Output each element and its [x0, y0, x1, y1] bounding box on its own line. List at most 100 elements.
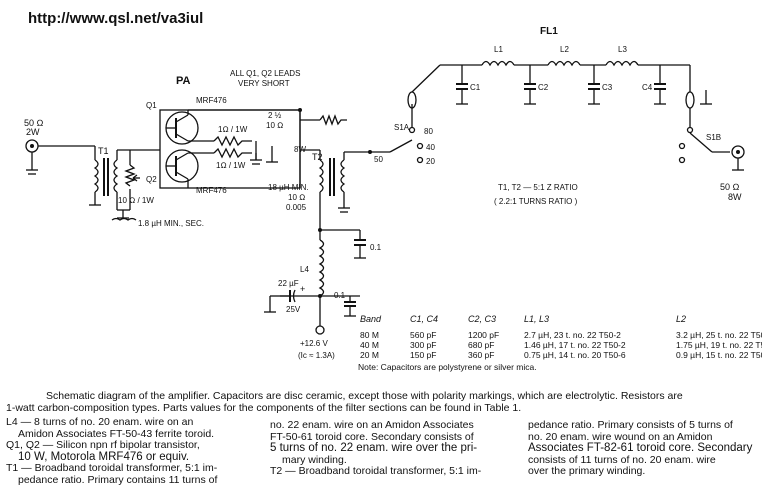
- l2-label: L2: [560, 45, 569, 54]
- caption-line: L4 — 8 turns of no. 20 enam. wire on an: [6, 416, 194, 428]
- c1-capacitor: [456, 65, 468, 105]
- c2-capacitor: [524, 65, 536, 105]
- switch-pos-label: 50: [374, 155, 383, 164]
- l1-label: L1: [494, 45, 503, 54]
- table-cell: 680 pF: [468, 340, 494, 350]
- caption-line: no. 20 enam. wire wound on an Amidon: [528, 430, 713, 443]
- c4-label: C4: [642, 83, 653, 92]
- caption-line: pedance ratio. Primary contains 11 turns…: [18, 473, 218, 486]
- fl1-label: FL1: [540, 26, 558, 37]
- table-header-band: Band: [360, 314, 382, 324]
- input-power-label: 2W: [26, 127, 40, 137]
- l4-choke: [318, 239, 325, 297]
- c3-label: C3: [602, 83, 613, 92]
- source-url: http://www.qsl.net/va3iul: [28, 10, 204, 27]
- t1-label: T1: [98, 146, 109, 156]
- caption-line: pedance ratio. Primary consists of 5 tur…: [528, 419, 733, 431]
- table-cell: 150 pF: [410, 350, 436, 360]
- emitter-resistor-2: [213, 147, 252, 159]
- table-header-c2c3: C2, C3: [468, 314, 496, 324]
- table-header-c1c4: C1, C4: [410, 314, 438, 324]
- band-20: 20: [426, 157, 435, 166]
- caption-line: FT-50-61 toroid core. Secondary consists…: [270, 430, 474, 443]
- caption-line: Amidon Associates FT-50-43 ferrite toroi…: [18, 427, 215, 440]
- c01a-label: 0.1: [370, 243, 382, 252]
- l4-label: L4: [300, 265, 309, 274]
- l1-inductor: [481, 60, 515, 67]
- t1-transformer: [89, 146, 160, 210]
- q2-label: Q2: [146, 175, 157, 184]
- parts-table: Band C1, C4 C2, C3 L1, L3 L2 80 M 560 pF…: [358, 314, 762, 372]
- pot-label: 10 Ω / 1W: [118, 196, 154, 205]
- emitter-r2-label: 1Ω / 1W: [216, 161, 246, 170]
- output-impedance-label: 50 Ω: [720, 182, 740, 192]
- output-connector: [731, 145, 745, 171]
- table-cell: 360 pF: [468, 350, 494, 360]
- caption-line: 10 W, Motorola MRF476 or equiv.: [18, 450, 190, 463]
- ratio-note-2: ( 2.2:1 TURNS RATIO ): [494, 197, 578, 206]
- q1-part: MRF476: [196, 96, 227, 105]
- l2-inductor: [547, 60, 581, 67]
- caption-line: Q1, Q2 — Silicon npn rf bipolar transist…: [6, 439, 200, 451]
- s1a-label: S1A: [394, 123, 410, 132]
- table-header-l2: L2: [676, 314, 686, 324]
- q2-part: MRF476: [196, 186, 227, 195]
- pa-label: PA: [176, 75, 191, 87]
- bias-pot: [117, 150, 140, 219]
- input-connector: [25, 139, 95, 175]
- s1b-wiper: [689, 132, 713, 153]
- table-cell: 2.7 µH, 23 t. no. 22 T50-2: [524, 330, 621, 340]
- table-cell: 1200 pF: [468, 330, 499, 340]
- rfc2-label-1: 18 µH MIN.: [268, 183, 309, 192]
- t2-transformer: [300, 149, 370, 213]
- c1-label: C1: [470, 83, 481, 92]
- input-impedance-label: 50 Ω: [24, 118, 44, 128]
- r-top-2: 10 Ω: [266, 121, 283, 130]
- t2-label: T2: [312, 152, 323, 162]
- c005-label: 0.005: [286, 203, 307, 212]
- supply-label: +12.6 V: [300, 339, 328, 348]
- table-cell: 1.75 µH, 19 t. no. 22 T50-2: [676, 340, 762, 350]
- s1a-wiper: [389, 139, 413, 153]
- ratio-note-1: T1, T2 — 5:1 Z RATIO: [498, 183, 578, 192]
- band-40: 40: [426, 143, 435, 152]
- caption-column-2: no. 22 enam. wire on an Amidon Associate…: [270, 419, 515, 478]
- caption-column-1: L4 — 8 turns of no. 20 enam. wire on an …: [6, 416, 256, 486]
- figure-caption: Schematic diagram of the amplifier. Capa…: [6, 390, 758, 414]
- caption-intro-2: 1-watt carbon-composition types. Parts v…: [6, 402, 522, 414]
- caption-line: consists of 11 turns of no. 20 enam. wir…: [528, 453, 716, 466]
- emitter-resistor-1: [213, 135, 252, 147]
- q2-transistor: [165, 149, 214, 188]
- caption-column-3: pedance ratio. Primary consists of 5 tur…: [528, 419, 758, 478]
- caption-line: T2 — Broadband toroidal transformer, 5:1…: [270, 465, 482, 477]
- table-cell: 1.46 µH, 17 t. no. 22 T50-2: [524, 340, 626, 350]
- c22-polarity: +: [300, 284, 305, 294]
- c01b-label: 0.1: [334, 291, 346, 300]
- table-cell: 20 M: [360, 350, 379, 360]
- table-cell: 40 M: [360, 340, 379, 350]
- caption-line: mary winding.: [282, 453, 347, 466]
- caption-line: T1 — Broadband toroidal transformer, 5:1…: [6, 462, 218, 474]
- q1-transistor: [165, 110, 214, 145]
- rfc1-label: 1.8 µH MIN., SEC.: [138, 219, 204, 228]
- c22-label: 22 µF: [278, 279, 299, 288]
- leads-note-2: VERY SHORT: [238, 79, 290, 88]
- output-power-label: 8W: [728, 192, 742, 202]
- leads-note-1: ALL Q1, Q2 LEADS: [230, 69, 300, 78]
- rfc1-coil: [111, 217, 137, 221]
- caption-line: over the primary winding.: [528, 465, 646, 477]
- table-cell: 0.9 µH, 15 t. no. 22 T50-6: [676, 350, 762, 360]
- rfc2-label-2: 10 Ω: [288, 193, 305, 202]
- caption-line: Associates FT-82-61 toroid core. Seconda…: [528, 442, 753, 454]
- r-top-1: 2 ½: [268, 111, 282, 120]
- c2-label: C2: [538, 83, 549, 92]
- table-cell: 3.2 µH, 25 t. no. 22 T50-2: [676, 330, 762, 340]
- l3-label: L3: [618, 45, 627, 54]
- supply-current: (Ic ≈ 1.3A): [298, 351, 335, 360]
- l3-inductor: [605, 60, 639, 67]
- caption-intro: Schematic diagram of the amplifier. Capa…: [46, 390, 683, 402]
- c3-capacitor: [588, 65, 600, 105]
- caption-line: no. 22 enam. wire on an Amidon Associate…: [270, 419, 474, 431]
- table-cell: 0.75 µH, 14 t. no. 20 T50-6: [524, 350, 626, 360]
